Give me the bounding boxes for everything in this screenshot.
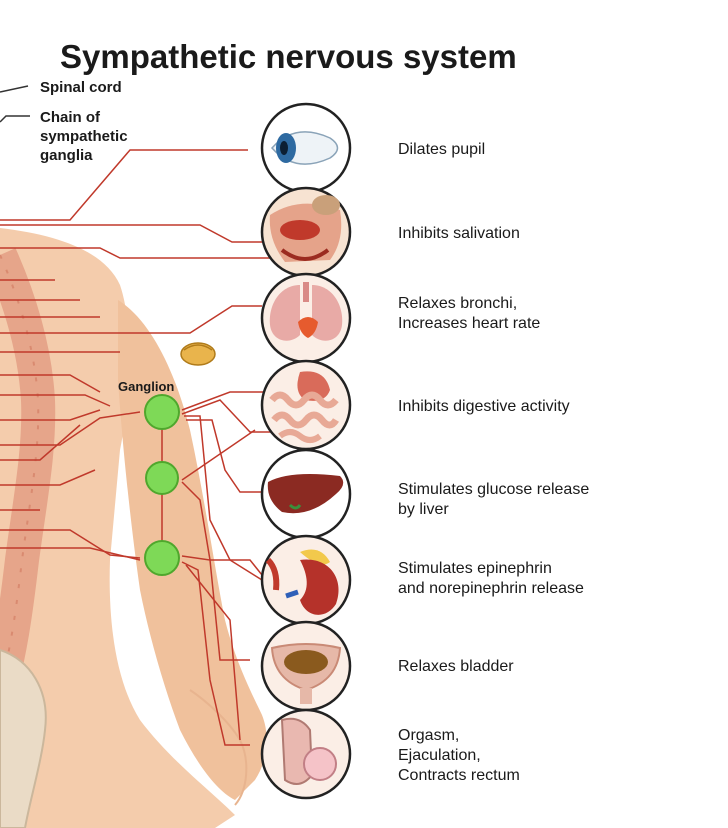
adrenal-kidney-icon (262, 536, 350, 624)
ganglion-middle (146, 462, 178, 494)
effect-line: by liver (398, 500, 589, 520)
lungs-heart-icon (262, 274, 350, 362)
effect-line: Dilates pupil (398, 140, 485, 160)
effect-line: Increases heart rate (398, 314, 540, 334)
chain-label-line: ganglia (40, 146, 128, 165)
spinal-cord-label: Spinal cord (40, 78, 122, 97)
label-pointers (0, 86, 30, 122)
ganglion-lower (145, 541, 179, 575)
effect-line: and norepinephrin release (398, 579, 584, 599)
effect-lungs-heart: Relaxes bronchi, Increases heart rate (398, 294, 540, 334)
liver-icon (262, 450, 350, 538)
effect-reproductive: Orgasm, Ejaculation, Contracts rectum (398, 726, 520, 786)
organ-circles (262, 104, 350, 798)
ganglion-label: Ganglion (118, 379, 174, 394)
effect-line: Contracts rectum (398, 766, 520, 786)
effect-line: Orgasm, (398, 726, 520, 746)
bladder-icon (262, 622, 350, 710)
effect-line: Ejaculation, (398, 746, 520, 766)
effect-eye: Dilates pupil (398, 140, 485, 160)
salivary-glands-icon (262, 188, 350, 276)
effect-line: Relaxes bronchi, (398, 294, 540, 314)
effect-bladder: Relaxes bladder (398, 657, 514, 677)
effect-line: Stimulates glucose release (398, 480, 589, 500)
effect-digestive: Inhibits digestive activity (398, 397, 570, 417)
chain-ganglia-label: Chain of sympathetic ganglia (40, 108, 128, 165)
ganglion-upper (145, 395, 179, 429)
effect-line: Inhibits digestive activity (398, 397, 570, 417)
effect-adrenal: Stimulates epinephrin and norepinephrin … (398, 559, 584, 599)
effect-liver: Stimulates glucose release by liver (398, 480, 589, 520)
chain-label-line: Chain of (40, 108, 128, 127)
stomach-intestines-icon (262, 361, 350, 449)
effect-line: Relaxes bladder (398, 657, 514, 677)
effect-line: Stimulates epinephrin (398, 559, 584, 579)
effect-salivary: Inhibits salivation (398, 224, 520, 244)
chain-label-line: sympathetic (40, 127, 128, 146)
pancreas-icon (181, 343, 215, 365)
ganglia (145, 395, 179, 575)
reproductive-organ-icon (262, 710, 350, 798)
effect-line: Inhibits salivation (398, 224, 520, 244)
page-title: Sympathetic nervous system (60, 38, 517, 76)
eye-icon (262, 104, 350, 192)
